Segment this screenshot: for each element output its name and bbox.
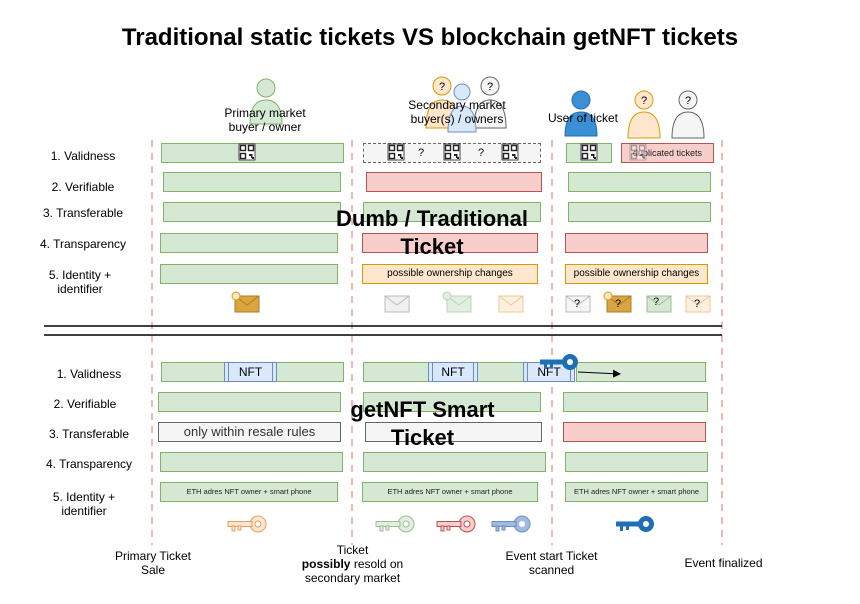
top-row-label-transferable: 3. Transferable <box>42 206 124 220</box>
question-mark: ? <box>574 298 580 310</box>
top-transferable-secondary <box>363 202 541 222</box>
bottom-row-label-verifiable: 2. Verifiable <box>53 397 117 411</box>
question-mark: ? <box>615 298 621 310</box>
nft-token-primary: NFT <box>224 362 277 382</box>
top-row-label-verifiable: 2. Verifiable <box>51 180 115 194</box>
question-mark: ? <box>418 147 425 159</box>
person-icon: ? ? <box>627 90 705 139</box>
top-identity-user: possible ownership changes <box>565 264 708 284</box>
top-identity-primary <box>160 264 338 284</box>
top-row-label-transparency: 4. Transparency <box>39 237 127 251</box>
question-mark: ? <box>694 298 700 310</box>
eth-identity-user: ETH adres NFT owner + smart phone <box>565 482 708 502</box>
page-title: Traditional static tickets VS blockchain… <box>121 24 739 51</box>
top-transparency-secondary <box>362 233 538 253</box>
bottom-verifiable-user <box>563 392 708 412</box>
top-verifiable-user <box>568 172 711 192</box>
person-icon <box>249 78 283 125</box>
top-transferable-user <box>568 202 711 222</box>
person-icon <box>564 90 598 137</box>
question-mark: ? <box>439 81 445 93</box>
persona-user: User of ticket <box>547 111 619 125</box>
bottom-row-label-identity: 5. Identity + identifier <box>52 490 116 518</box>
top-transferable-primary <box>163 202 341 222</box>
timeline-event-start: Event start Ticket scanned <box>505 549 598 577</box>
person-icon: ? ? <box>425 76 507 133</box>
timeline-resold-prefix: Ticket <box>336 543 369 557</box>
top-verifiable-secondary <box>366 172 542 192</box>
question-mark: ? <box>685 95 691 107</box>
top-transparency-primary <box>160 233 338 253</box>
persona-secondary: Secondary market buyer(s) / owners <box>408 98 506 126</box>
bottom-transferable-secondary <box>365 422 542 442</box>
bottom-section-label: getNFT Smart Ticket <box>350 397 495 450</box>
bottom-row-label-transparency: 4. Transparency <box>45 457 133 471</box>
timeline-resold: Ticket possibly resold on secondary mark… <box>295 543 410 585</box>
top-row-label-identity: 5. Identity + identifier <box>48 268 112 296</box>
top-transparency-user <box>565 233 708 253</box>
bottom-transparency-primary <box>160 452 343 472</box>
bottom-row-label-validness: 1. Validness <box>56 367 122 381</box>
question-mark: ? <box>487 81 493 93</box>
persona-primary: Primary market buyer / owner <box>224 106 306 134</box>
resale-rules-bar: only within resale rules <box>158 422 341 442</box>
bottom-validness-user <box>576 362 706 382</box>
bottom-row-label-transferable: 3. Transferable <box>48 427 130 441</box>
top-verifiable-primary <box>163 172 341 192</box>
top-identity-secondary: possible ownership changes <box>362 264 538 284</box>
bottom-verifiable-secondary <box>363 392 541 412</box>
top-row-label-validness: 1. Validness <box>50 149 116 163</box>
eth-identity-primary: ETH adres NFT owner + smart phone <box>160 482 338 502</box>
eth-identity-secondary: ETH adres NFT owner + smart phone <box>362 482 538 502</box>
bottom-verifiable-primary <box>158 392 341 412</box>
timeline-resold-suffix: resold on secondary market <box>304 557 404 585</box>
timeline-resold-bold: possibly <box>301 557 351 571</box>
question-mark: ? <box>478 147 485 159</box>
arrow-icon <box>577 369 621 378</box>
bottom-transferable-user <box>563 422 706 442</box>
timeline-event-finalized: Event finalized <box>684 556 763 570</box>
timeline-primary-sale: Primary Ticket Sale <box>114 549 191 577</box>
question-mark: ? <box>641 95 647 107</box>
top-section-label: Dumb / Traditional Ticket <box>336 206 528 259</box>
question-mark: ? <box>653 296 659 308</box>
bottom-transparency-secondary <box>363 452 546 472</box>
bottom-transparency-user <box>565 452 708 472</box>
nft-token-secondary: NFT <box>428 362 478 382</box>
